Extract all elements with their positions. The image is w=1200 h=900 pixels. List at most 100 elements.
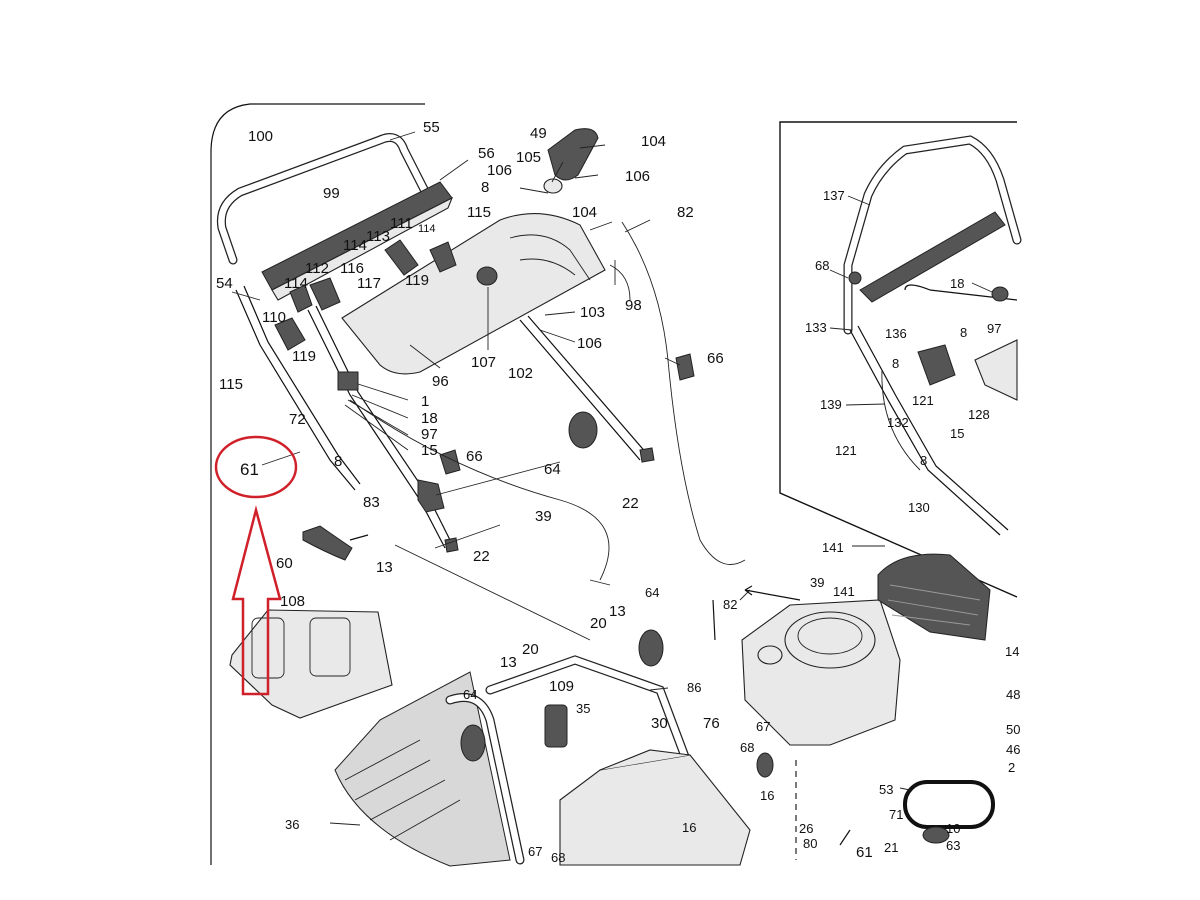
callout-55: 55: [423, 119, 440, 136]
callout-60: 60: [276, 555, 293, 572]
callout-26: 26: [799, 821, 813, 836]
callout-35: 35: [576, 701, 590, 716]
callout-8: 8: [481, 179, 489, 196]
callout-115: 115: [219, 376, 243, 393]
arrows: [712, 585, 851, 846]
inset-handle: [843, 135, 1022, 536]
callout-96: 96: [432, 373, 449, 390]
callout-16: 16: [682, 820, 696, 835]
callout-8: 8: [960, 325, 967, 340]
leader-lines: [231, 131, 993, 826]
edge-label-50: 50: [1006, 722, 1020, 737]
callout-18: 18: [950, 276, 964, 291]
callout-112: 112: [305, 260, 329, 277]
callout-8: 8: [920, 453, 927, 468]
callout-10: 10: [946, 821, 960, 836]
pulley: [922, 826, 950, 844]
levers-and-clips: [274, 128, 695, 553]
callout-76: 76: [703, 715, 720, 732]
callout-86: 86: [687, 680, 701, 695]
callout-8: 8: [334, 453, 342, 470]
callout-141: 141: [833, 584, 855, 599]
callout-68: 68: [815, 258, 829, 273]
callout-110: 110: [262, 309, 286, 326]
callout-67: 67: [756, 719, 770, 734]
callout-56: 56: [478, 145, 495, 162]
callout-13: 13: [609, 603, 626, 620]
callout-49: 49: [530, 125, 547, 142]
callout-98: 98: [625, 297, 642, 314]
deck: [460, 629, 751, 866]
callout-36: 36: [285, 817, 299, 832]
callout-128: 128: [968, 407, 990, 422]
callout-102: 102: [508, 365, 533, 382]
callout-106: 106: [577, 335, 602, 352]
engine-cover: [877, 553, 991, 641]
callout-16: 16: [760, 788, 774, 803]
callout-97: 97: [421, 426, 438, 443]
callout-117: 117: [357, 275, 381, 292]
engine: [741, 599, 901, 778]
callout-121: 121: [912, 393, 934, 408]
edge-label-48: 48: [1006, 687, 1020, 702]
highlight-circle: [214, 435, 298, 499]
callout-116: 116: [340, 260, 364, 277]
callout-53: 53: [879, 782, 893, 797]
callout-83: 83: [363, 494, 380, 511]
callout-103: 103: [580, 304, 605, 321]
callout-72: 72: [289, 411, 306, 428]
callout-109: 109: [549, 678, 574, 695]
callout-1: 1: [421, 393, 429, 410]
edge-label-2: 2: [1008, 760, 1015, 775]
callout-68: 68: [740, 740, 754, 755]
callout-133: 133: [805, 320, 827, 335]
drive-belt: [903, 780, 995, 829]
grass-bag: [334, 671, 511, 867]
callout-30: 30: [651, 715, 668, 732]
callout-64: 64: [463, 687, 477, 702]
callout-139: 139: [820, 397, 842, 412]
callout-13: 13: [376, 559, 393, 576]
callout-121: 121: [835, 443, 857, 458]
lower-handle-bars: [235, 285, 649, 549]
control-panel-cover: [341, 213, 606, 375]
callout-115: 115: [467, 204, 491, 221]
edge-label-14: 14: [1005, 644, 1019, 659]
callout-113: 113: [366, 228, 390, 245]
callout-66: 66: [707, 350, 724, 367]
handle-bracket-60: [302, 525, 369, 561]
callout-13: 13: [500, 654, 517, 671]
callout-107: 107: [471, 354, 496, 371]
callout-68: 68: [551, 850, 565, 865]
callout-104: 104: [572, 204, 597, 221]
callout-108: 108: [280, 593, 305, 610]
diagram-frame-left: [210, 103, 425, 865]
callout-119: 119: [292, 348, 316, 365]
cables: [349, 221, 746, 641]
callout-54: 54: [216, 275, 233, 292]
callout-71: 71: [889, 807, 903, 822]
callout-22: 22: [622, 495, 639, 512]
callout-82: 82: [677, 204, 694, 221]
callout-labels: 100 55 49 104 56 106 105 106 8 99 115 10…: [216, 119, 1020, 865]
callout-132: 132: [887, 415, 909, 430]
upper-handle: [216, 133, 437, 265]
callout-100: 100: [248, 128, 273, 145]
callout-114: 114: [418, 223, 436, 235]
handle-crossbar: [261, 181, 454, 301]
callout-22: 22: [473, 548, 490, 565]
callout-99: 99: [323, 185, 340, 202]
callout-130: 130: [908, 500, 930, 515]
callout-64: 64: [544, 461, 561, 478]
callout-15: 15: [950, 426, 964, 441]
callout-66: 66: [466, 448, 483, 465]
callout-20: 20: [522, 641, 539, 658]
callout-141: 141: [822, 540, 844, 555]
callout-105: 105: [516, 149, 541, 166]
grass-flap-108: [229, 609, 393, 719]
callout-21: 21: [884, 840, 898, 855]
callout-39: 39: [810, 575, 824, 590]
callout-114: 114: [343, 237, 367, 254]
callout-82: 82: [723, 597, 737, 612]
